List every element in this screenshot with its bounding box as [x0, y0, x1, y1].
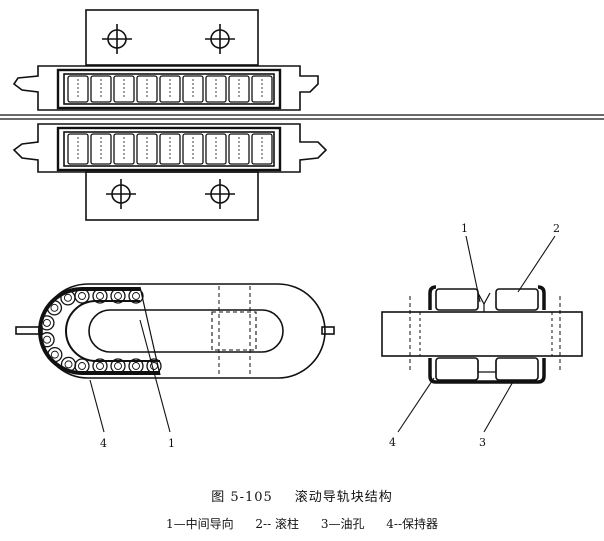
- top-roller: [159, 75, 181, 103]
- top-roller: [113, 75, 135, 103]
- top-roller: [136, 75, 158, 103]
- front-roller-core: [50, 350, 59, 359]
- top-view-rollers: [67, 75, 273, 165]
- top-roller: [136, 133, 158, 165]
- front-roller-core: [42, 318, 51, 327]
- top-roller: [113, 133, 135, 165]
- legend-item: 3—油孔: [320, 517, 365, 531]
- front-inner-slot: [88, 309, 284, 353]
- front-roller: [46, 300, 63, 316]
- front-roller-core: [50, 303, 59, 312]
- top-roller: [228, 133, 250, 165]
- front-roller-core: [96, 362, 104, 370]
- front-roller: [146, 358, 162, 374]
- front-roller-core: [114, 292, 122, 300]
- front-roller-core: [132, 292, 140, 300]
- top-view: [0, 9, 604, 221]
- leader-side-3: [483, 379, 515, 433]
- top-roller: [90, 133, 112, 165]
- top-roller: [159, 133, 181, 165]
- front-roller-core: [64, 360, 73, 369]
- front-roller: [39, 315, 55, 331]
- leader-side-2: [517, 235, 556, 293]
- front-roller-core: [78, 362, 86, 370]
- top-roller: [67, 75, 89, 103]
- top-roller: [228, 75, 250, 103]
- side-upper-roller-right: [495, 288, 539, 311]
- front-roller: [110, 358, 126, 374]
- label-front-1: 1: [168, 437, 175, 450]
- front-roller-core: [63, 293, 72, 302]
- leader-side-4: [397, 377, 435, 433]
- side-lower-roller-left: [435, 357, 479, 381]
- front-roller-core: [96, 292, 104, 300]
- side-oil-hole-top: [477, 292, 491, 312]
- top-roller: [67, 133, 89, 165]
- retainer-track: [38, 287, 160, 375]
- front-roller: [39, 332, 55, 348]
- front-roller: [128, 358, 144, 374]
- front-roller: [110, 288, 126, 304]
- front-view-rollers: [39, 288, 162, 374]
- front-roller: [74, 358, 90, 374]
- top-roller: [182, 75, 204, 103]
- side-oil-hole-bottom: [477, 360, 497, 373]
- legend-item: 2-- 滚柱: [255, 517, 299, 531]
- label-front-4: 4: [100, 437, 107, 450]
- top-roller: [205, 75, 227, 103]
- side-upper-roller-left: [435, 288, 479, 311]
- top-mounting-plate: [85, 9, 259, 66]
- figure-legend: 1—中间导向 2-- 滚柱 3—油孔 4--保持器: [0, 515, 604, 532]
- figure-caption: 图 5-105 滚动导轨块结构: [0, 486, 604, 505]
- front-roller-core: [114, 362, 122, 370]
- side-rail: [381, 311, 583, 357]
- front-dashed-guide: [211, 311, 257, 351]
- front-roller-core: [43, 335, 52, 344]
- front-roller-core: [132, 362, 140, 370]
- leader-front-1: [139, 319, 171, 433]
- label-side-2: 2: [553, 222, 560, 235]
- side-view: [381, 235, 583, 433]
- top-roller: [182, 133, 204, 165]
- front-roller: [47, 346, 63, 363]
- upper-guide-block: [12, 65, 319, 111]
- side-lower-roller-right: [495, 357, 539, 381]
- front-view: [15, 283, 335, 433]
- top-roller: [251, 75, 273, 103]
- front-roller: [92, 358, 108, 374]
- figure-title: 滚动导轨块结构: [294, 490, 393, 505]
- label-side-1: 1: [461, 222, 468, 235]
- legend-item: 1—中间导向: [165, 517, 234, 531]
- front-stud-right: [321, 326, 335, 335]
- top-roller: [251, 133, 273, 165]
- figure-number: 图 5-105: [211, 490, 273, 505]
- front-roller: [128, 288, 144, 304]
- top-roller: [205, 133, 227, 165]
- front-roller-core: [78, 292, 86, 300]
- front-roller-core: [150, 362, 158, 370]
- label-side-3: 3: [479, 436, 486, 449]
- front-roller: [92, 288, 108, 304]
- leader-front-4: [89, 379, 105, 433]
- leader-side-1: [465, 235, 481, 303]
- lower-guide-block: [12, 123, 328, 173]
- legend-item: 4--保持器: [386, 517, 439, 531]
- front-roller: [74, 288, 90, 304]
- front-roller: [60, 290, 76, 306]
- label-side-4: 4: [389, 436, 396, 449]
- top-roller: [90, 75, 112, 103]
